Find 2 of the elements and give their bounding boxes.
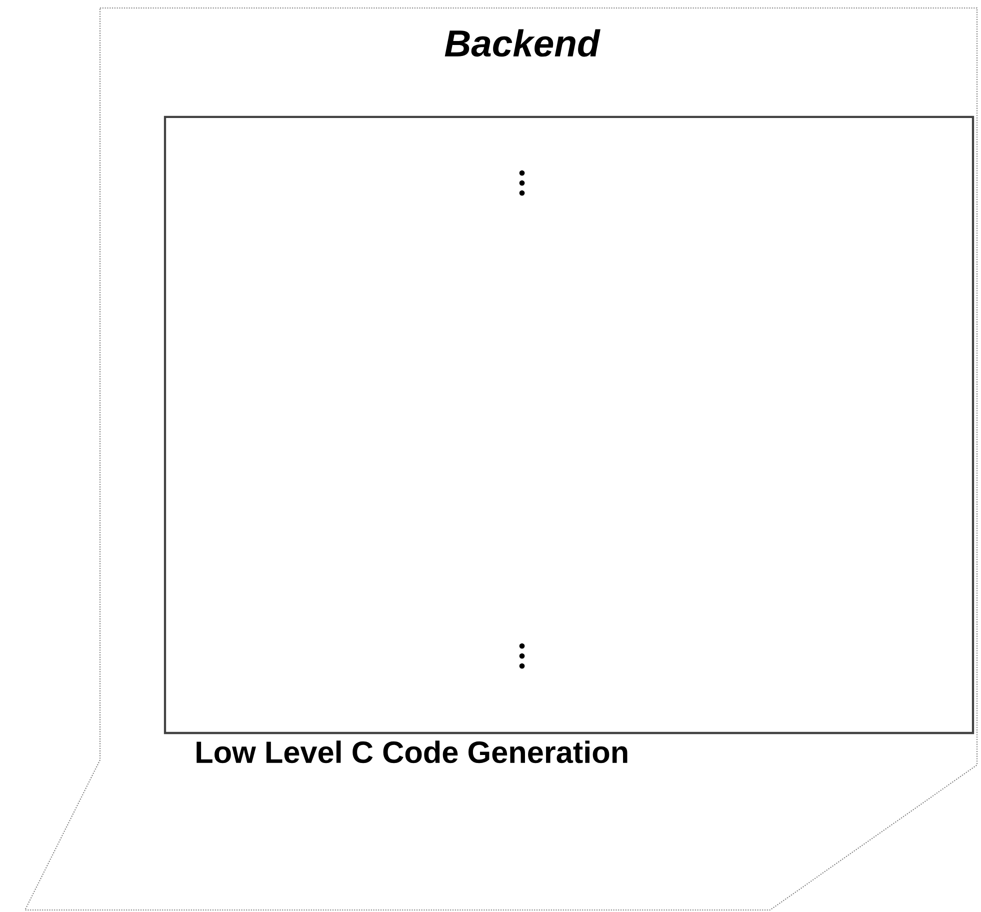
module-box: Low Level C Code Generation: [164, 116, 974, 764]
node-label: Low Level C Code Generation: [196, 740, 628, 764]
